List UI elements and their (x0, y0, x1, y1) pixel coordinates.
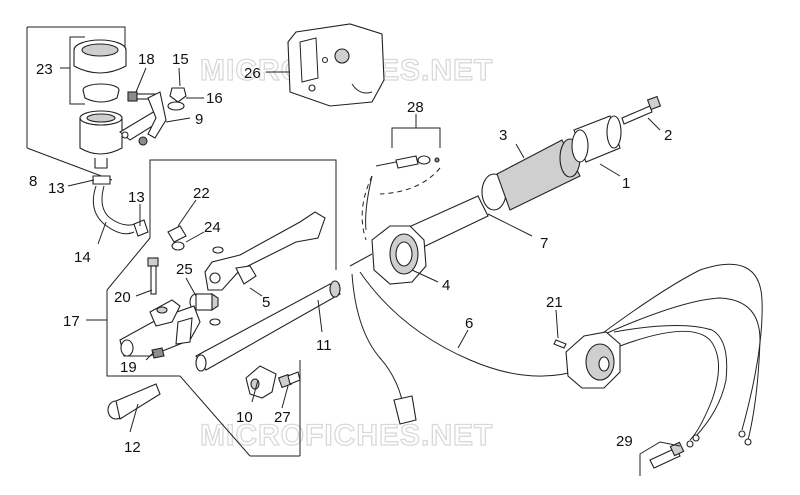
callout-27: 27 (274, 409, 291, 426)
callout-8: 8 (29, 173, 37, 190)
callout-15: 15 (172, 51, 189, 68)
callout-3: 3 (499, 127, 507, 144)
callout-22: 22 (193, 185, 210, 202)
right-switch (553, 331, 621, 389)
callout-13-lower: 13 (128, 189, 145, 206)
cable-adjuster-29 (649, 441, 685, 469)
callout-24: 24 (204, 219, 221, 236)
throttle-housing-4 (349, 225, 427, 285)
callout-6: 6 (465, 315, 473, 332)
handlebar-11 (195, 280, 341, 372)
callout-1: 1 (622, 175, 630, 192)
callout-26: 26 (244, 65, 261, 82)
callout-2: 2 (664, 127, 672, 144)
callout-29: 29 (616, 433, 633, 450)
leader-lines (60, 67, 681, 476)
callout-18: 18 (138, 51, 155, 68)
callout-4: 4 (442, 277, 450, 294)
master-cylinder-group (26, 26, 187, 237)
callout-5: 5 (262, 294, 270, 311)
callout-17: 17 (63, 313, 80, 330)
callout-19: 19 (120, 359, 137, 376)
callout-16: 16 (206, 90, 223, 107)
callout-12: 12 (124, 439, 141, 456)
watermark-bottom: MICROFICHES.NET (200, 419, 493, 452)
callout-labels: 1 2 3 4 5 6 7 8 9 10 11 12 13 13 14 15 1… (29, 51, 672, 456)
callout-21: 21 (546, 294, 563, 311)
callout-23: 23 (36, 61, 53, 78)
callout-20: 20 (114, 289, 131, 306)
callout-13-top: 13 (48, 180, 65, 197)
throttle-assembly (379, 95, 662, 263)
callout-7: 7 (540, 235, 548, 252)
callout-11: 11 (316, 337, 332, 354)
callout-14: 14 (74, 249, 91, 266)
callout-10: 10 (236, 409, 253, 426)
callout-28: 28 (407, 99, 424, 116)
brake-lever-group (106, 159, 337, 457)
callout-25: 25 (176, 261, 193, 278)
cables (351, 155, 763, 448)
reservoir-26 (287, 23, 385, 107)
callout-9: 9 (195, 111, 203, 128)
